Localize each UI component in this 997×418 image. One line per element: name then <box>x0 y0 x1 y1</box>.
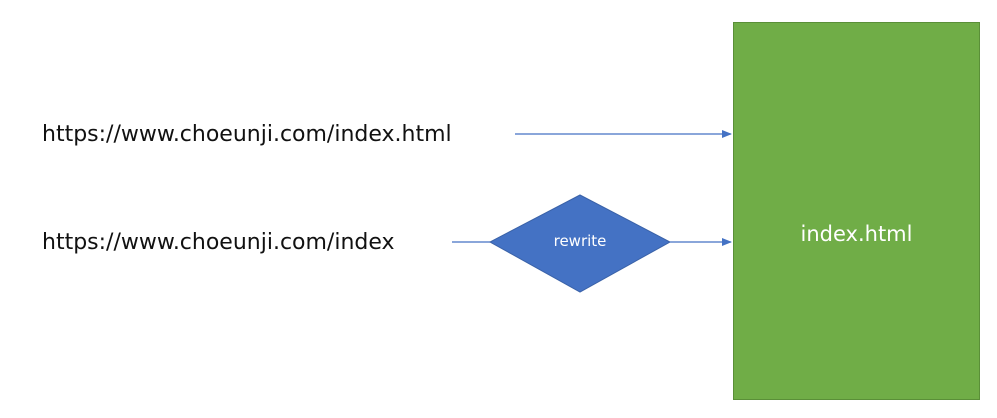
rewrite-decision-diamond <box>488 194 672 293</box>
rewrite-label: rewrite <box>553 232 607 250</box>
source-url-index-html: https://www.choeunji.com/index.html <box>42 122 452 147</box>
target-file-box: index.html <box>733 22 980 400</box>
source-url-index: https://www.choeunji.com/index <box>42 230 395 255</box>
target-file-label: index.html <box>800 222 913 246</box>
